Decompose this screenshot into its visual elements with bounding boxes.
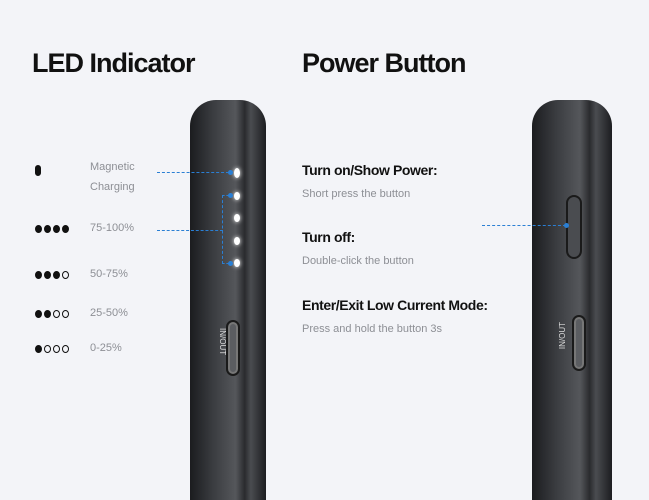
label-50-75: 50-75% <box>90 268 128 280</box>
indicator-magnetic <box>35 164 43 176</box>
led-3 <box>234 237 240 245</box>
led-indicator-title: LED Indicator <box>32 48 196 78</box>
leader-bracket-bottom <box>222 263 229 264</box>
led-1 <box>234 192 240 200</box>
label-line: Charging <box>90 181 135 193</box>
leader-bracket-top <box>222 195 229 196</box>
power-bank-led-side: IN/OUT <box>190 100 266 500</box>
port-label: IN/OUT <box>218 328 227 356</box>
indicator-50-75 <box>35 269 71 281</box>
label-line: Magnetic <box>90 161 135 173</box>
indicator-0-25 <box>35 343 71 355</box>
led-2 <box>234 214 240 222</box>
leader-line-magnetic <box>157 172 229 173</box>
port-label: IN/OUT <box>558 322 567 350</box>
leader-dot <box>228 261 233 266</box>
power-item-desc: Press and hold the button 3s <box>302 323 443 335</box>
label-25-50: 25-50% <box>90 307 128 319</box>
usb-c-port <box>572 315 586 371</box>
power-item-heading: Enter/Exit Low Current Mode: <box>302 297 488 313</box>
indicator-75-100 <box>35 223 71 235</box>
power-button-title: Power Button <box>302 48 466 78</box>
power-item-heading: Turn off: <box>302 229 355 245</box>
led-4 <box>234 259 240 267</box>
power-bank-button-side: IN/OUT <box>532 100 612 500</box>
indicator-25-50 <box>35 308 71 320</box>
leader-line-levels <box>157 230 223 231</box>
label-75-100: 75-100% <box>90 222 135 234</box>
leader-line-button <box>482 225 566 226</box>
leader-bracket <box>222 195 223 264</box>
power-item-desc: Short press the button <box>302 188 411 200</box>
leader-dot <box>564 223 569 228</box>
leader-dot <box>228 170 233 175</box>
label-0-25: 0-25% <box>90 342 122 354</box>
usb-c-port <box>226 320 240 376</box>
led-magnetic <box>234 168 240 178</box>
leader-dot <box>228 193 233 198</box>
power-item-heading: Turn on/Show Power: <box>302 162 438 178</box>
power-item-desc: Double-click the button <box>302 255 414 267</box>
